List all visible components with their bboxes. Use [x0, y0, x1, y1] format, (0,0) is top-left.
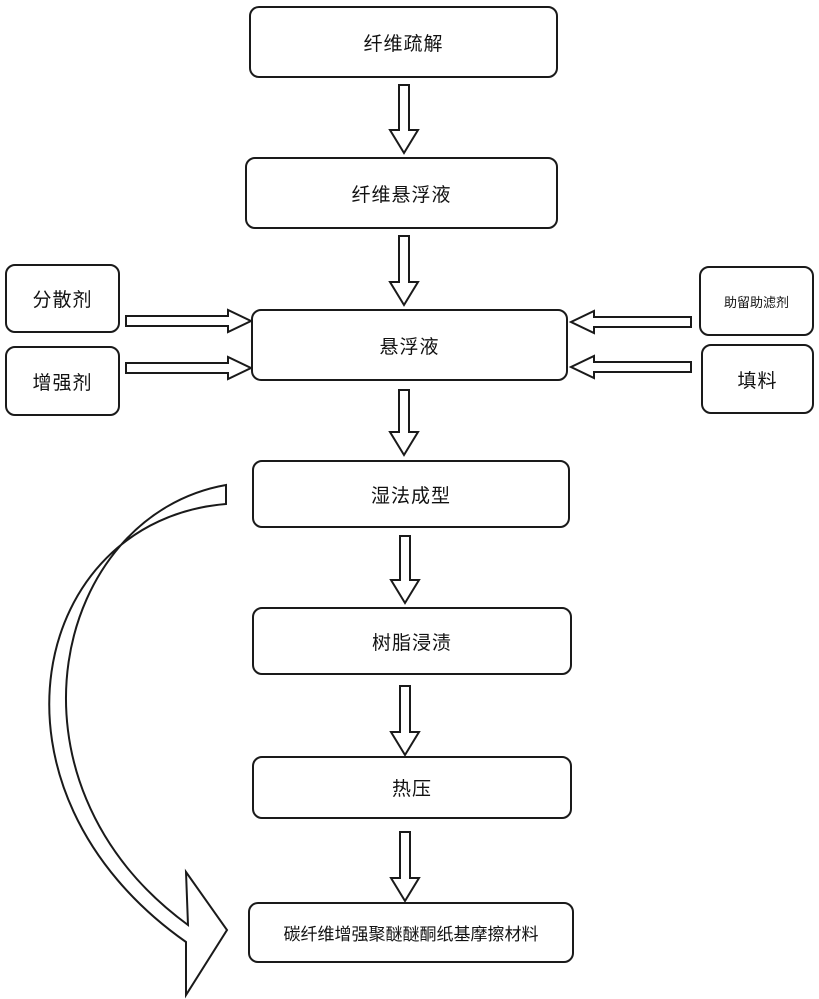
step-fiber-suspension: 纤维悬浮液 — [245, 157, 558, 229]
step-hot-press-label: 热压 — [392, 774, 432, 801]
additive-filler: 填料 — [701, 344, 814, 414]
additive-reinforcer-label: 增强剂 — [32, 368, 92, 395]
additive-retention-aid-label: 助留助滤剂 — [724, 292, 789, 311]
arrow-left-filler — [571, 356, 691, 378]
step-hot-press: 热压 — [252, 756, 572, 819]
step-fiber-suspension-label: 纤维悬浮液 — [351, 180, 451, 207]
step-product-label: 碳纤维增强聚醚醚酮纸基摩擦材料 — [284, 920, 539, 945]
arrow-down-2 — [390, 236, 418, 305]
additive-dispersant-label: 分散剂 — [32, 285, 92, 312]
step-product: 碳纤维增强聚醚醚酮纸基摩擦材料 — [248, 902, 574, 963]
arrow-down-4 — [391, 536, 419, 603]
arrow-right-dispersant — [126, 310, 251, 332]
step-fiber-dissociation-label: 纤维疏解 — [363, 29, 443, 56]
arrow-right-reinforcer — [126, 357, 251, 379]
step-fiber-dissociation: 纤维疏解 — [249, 6, 558, 78]
additive-dispersant: 分散剂 — [5, 264, 120, 333]
step-resin-impregnation: 树脂浸渍 — [252, 607, 572, 675]
arrow-left-retention-aid — [571, 311, 691, 333]
arrow-down-1 — [390, 85, 418, 153]
additive-retention-aid: 助留助滤剂 — [699, 266, 814, 336]
arrow-down-6 — [391, 832, 419, 901]
arrow-down-3 — [390, 390, 418, 455]
curved-bypass-arrow — [49, 485, 227, 995]
step-wet-forming: 湿法成型 — [252, 460, 570, 528]
additive-reinforcer: 增强剂 — [5, 346, 120, 416]
step-resin-impregnation-label: 树脂浸渍 — [372, 628, 452, 655]
step-suspension-label: 悬浮液 — [379, 332, 439, 359]
step-wet-forming-label: 湿法成型 — [371, 481, 451, 508]
arrow-down-5 — [391, 686, 419, 755]
additive-filler-label: 填料 — [737, 366, 777, 393]
step-suspension: 悬浮液 — [251, 309, 568, 381]
